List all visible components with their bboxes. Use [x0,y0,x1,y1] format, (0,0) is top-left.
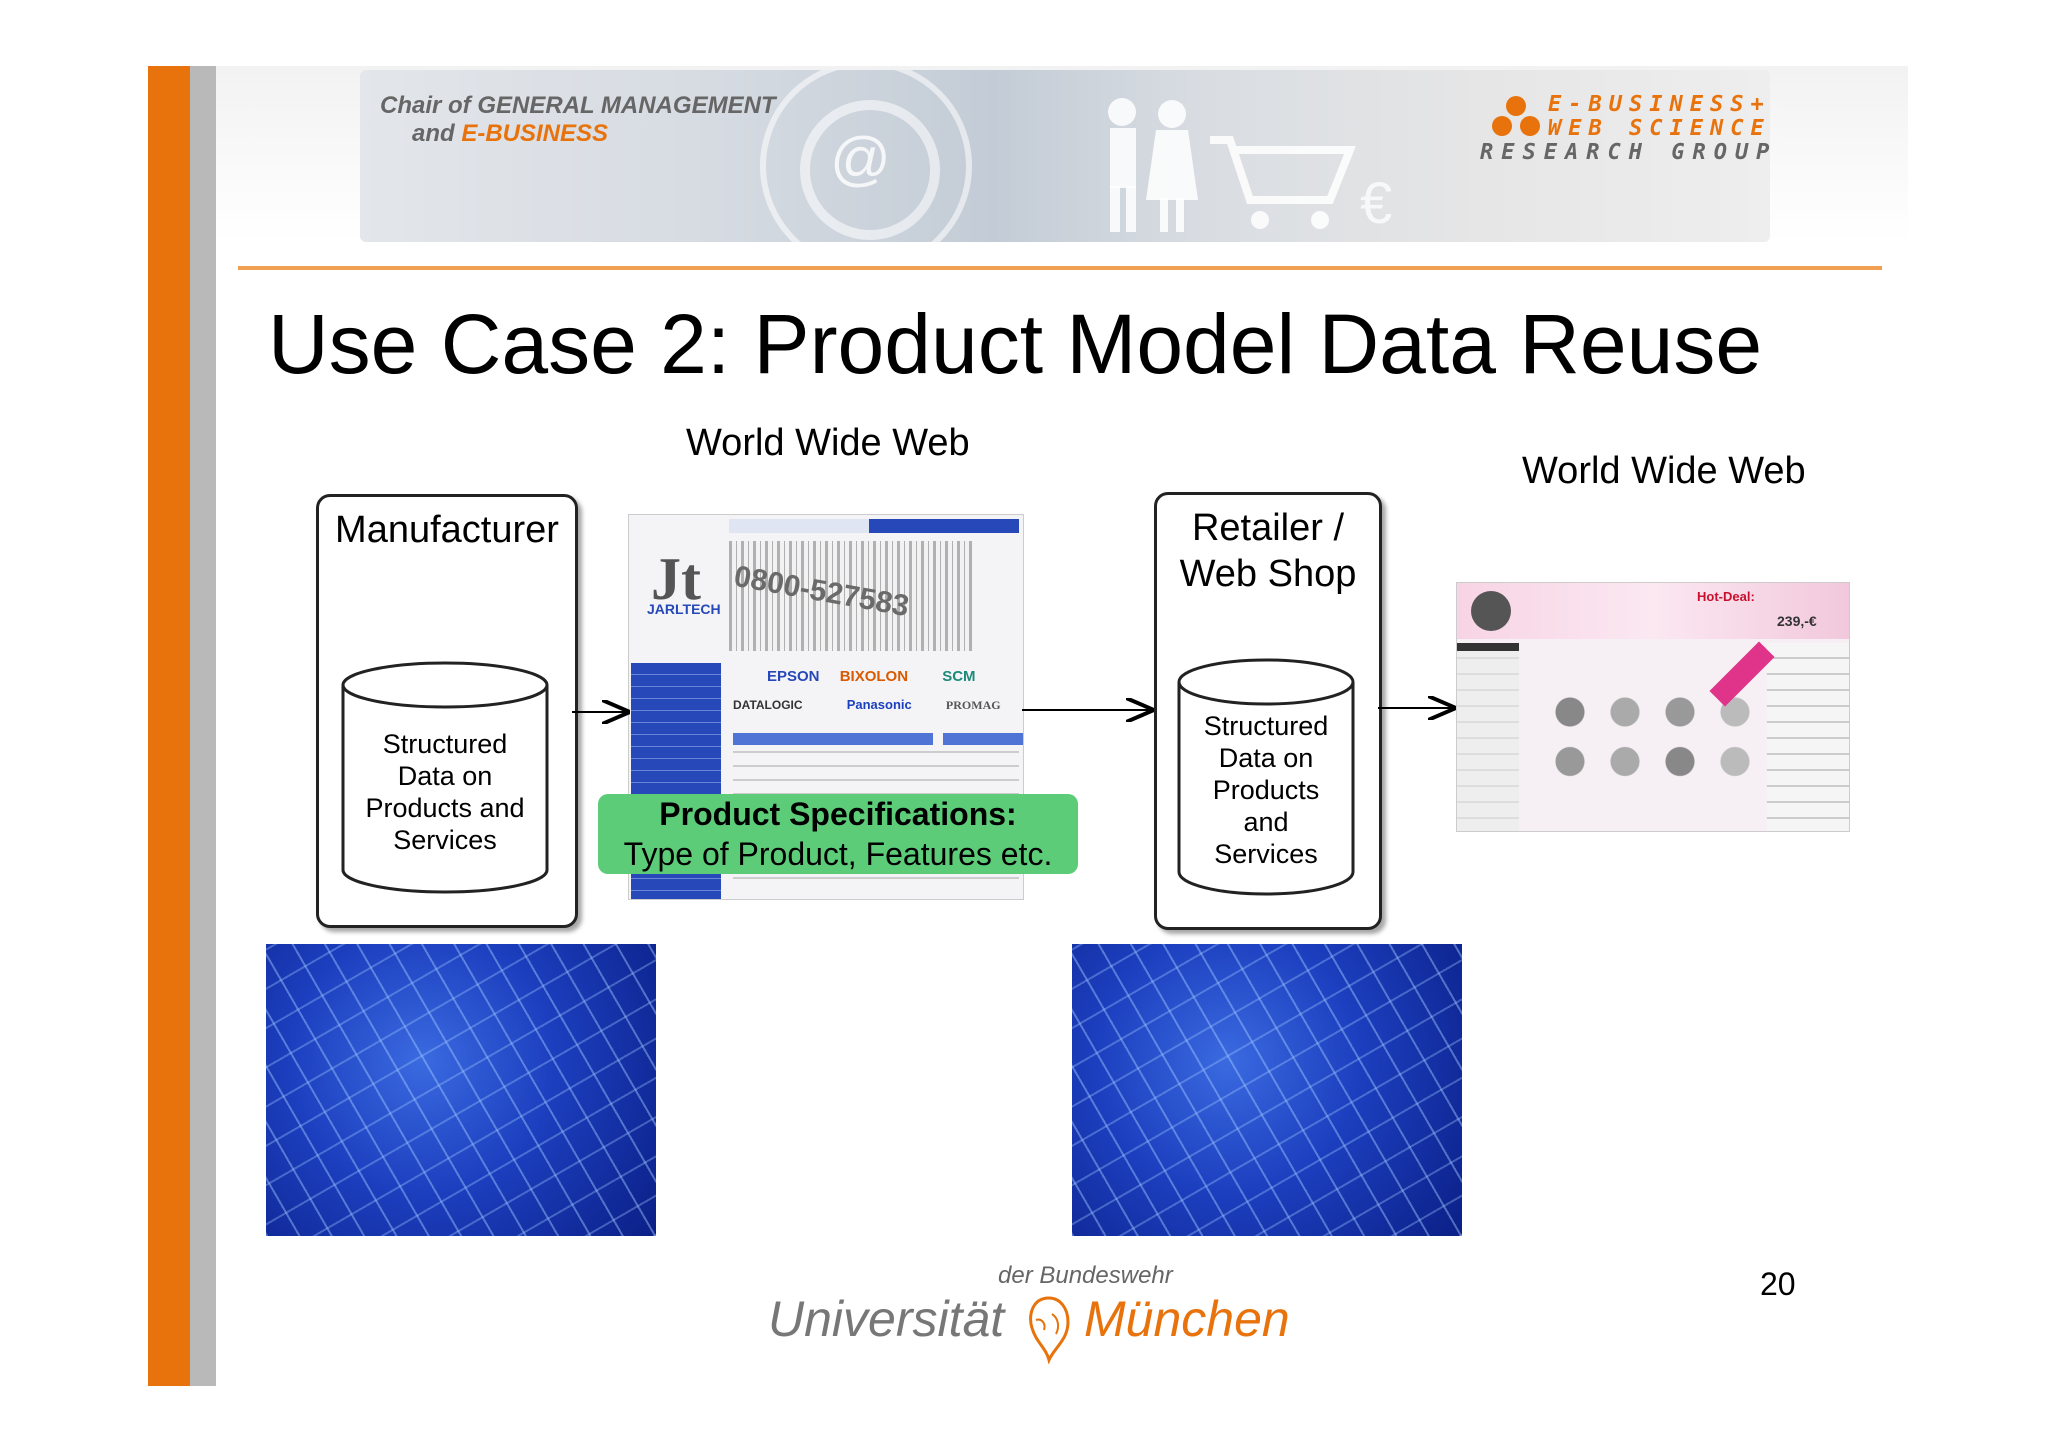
db-line: Structured [1203,711,1329,741]
shop-logo-icon [1471,591,1511,631]
spec-detail: Type of Product, Features etc. [623,836,1053,872]
chair-prefix: Chair of [380,92,471,119]
page-number: 20 [1760,1266,1796,1302]
slide-side-bar-orange [148,66,190,1386]
header-rule [238,266,1882,270]
banner-ring [760,70,972,242]
manufacturer-db-text: Structured Data on Products and Services [350,728,540,856]
db-line: Products and [365,793,525,823]
db-line: Data on [1218,743,1314,773]
shop-header [1457,583,1849,639]
retailer-title-line: Retailer / [1191,507,1345,549]
university-crest-icon [1029,1296,1070,1364]
group-line-1: E-BUSINESS+ [1548,92,1771,117]
shopping-cart-icon [1108,98,1356,232]
retailer-db-text: Structured Data on Products and Services [1180,710,1352,870]
euro-icon: € [1360,171,1393,236]
university-subtitle: der Bundeswehr [998,1262,1173,1289]
retailer-title-line: Web Shop [1179,553,1357,595]
site-nav-buttons [869,519,1019,533]
db-line: and [1243,807,1289,837]
spec-heading: Product Specifications: [659,796,1017,832]
manufacturer-database-icon [341,661,549,894]
slide-side-bar-grey [190,66,216,1386]
database-schema-image-right [1072,944,1462,1236]
group-line-2: WEB SCIENCE [1548,116,1771,141]
jarltech-logo-icon: Jt [651,546,701,612]
db-line: Structured [382,729,508,759]
at-sign-icon: @ [830,125,891,192]
retailer-title: Retailer / Web Shop [1157,505,1379,597]
university-name-right: München [1084,1291,1290,1347]
db-line: Services [393,825,497,855]
web-label-2: World Wide Web [1522,450,1806,492]
chair-name: E-BUSINESS [461,120,609,147]
site-brand-logos: EPSON BIXOLON SCM DATALOGIC Panasonic PR… [733,663,1023,719]
db-line: Products [1212,775,1320,805]
db-line: Services [1214,839,1318,869]
retailer-database-icon [1177,658,1355,896]
brand-logo: BIXOLON [839,668,909,685]
chair-line-2: and E-BUSINESS [412,120,608,148]
shop-right-column [1767,643,1849,831]
db-line: Data on [397,761,493,791]
brand-logo: PROMAG [945,698,1001,712]
brand-logo: SCM [942,668,976,685]
site-featured-bar [943,733,1023,745]
shop-deal-price: 239,-€ [1777,613,1817,629]
site-logo-text: JARLTECH [647,601,721,617]
group-line-3: RESEARCH GROUP [1480,140,1778,165]
research-group-logo-icon [1492,96,1540,136]
university-name-left: Universität [768,1291,1005,1347]
product-specifications-callout: Product Specifications: Type of Product,… [598,794,1078,874]
manufacturer-title: Manufacturer [335,509,559,551]
brand-logo: EPSON [767,668,820,685]
web-shop-screenshot: Hot-Deal: 239,-€ [1456,582,1850,832]
shop-deal-label: Hot-Deal: [1697,589,1755,604]
site-news-bar [733,733,933,745]
chair-prefix: and [412,120,455,147]
chair-name: GENERAL MANAGEMENT [477,92,776,119]
slide-title: Use Case 2: Product Model Data Reuse [268,297,1763,391]
header-banner-image: @ € [360,70,1770,242]
web-label-1: World Wide Web [686,422,970,464]
brand-logo: Panasonic [846,697,912,712]
brand-logo: DATALOGIC [733,698,803,712]
chair-line-1: Chair of GENERAL MANAGEMENT [380,92,776,120]
shop-sidebar [1457,643,1519,831]
shop-sidebar-header [1457,643,1519,651]
barcode-image [729,541,973,651]
database-schema-image-left [266,944,656,1236]
